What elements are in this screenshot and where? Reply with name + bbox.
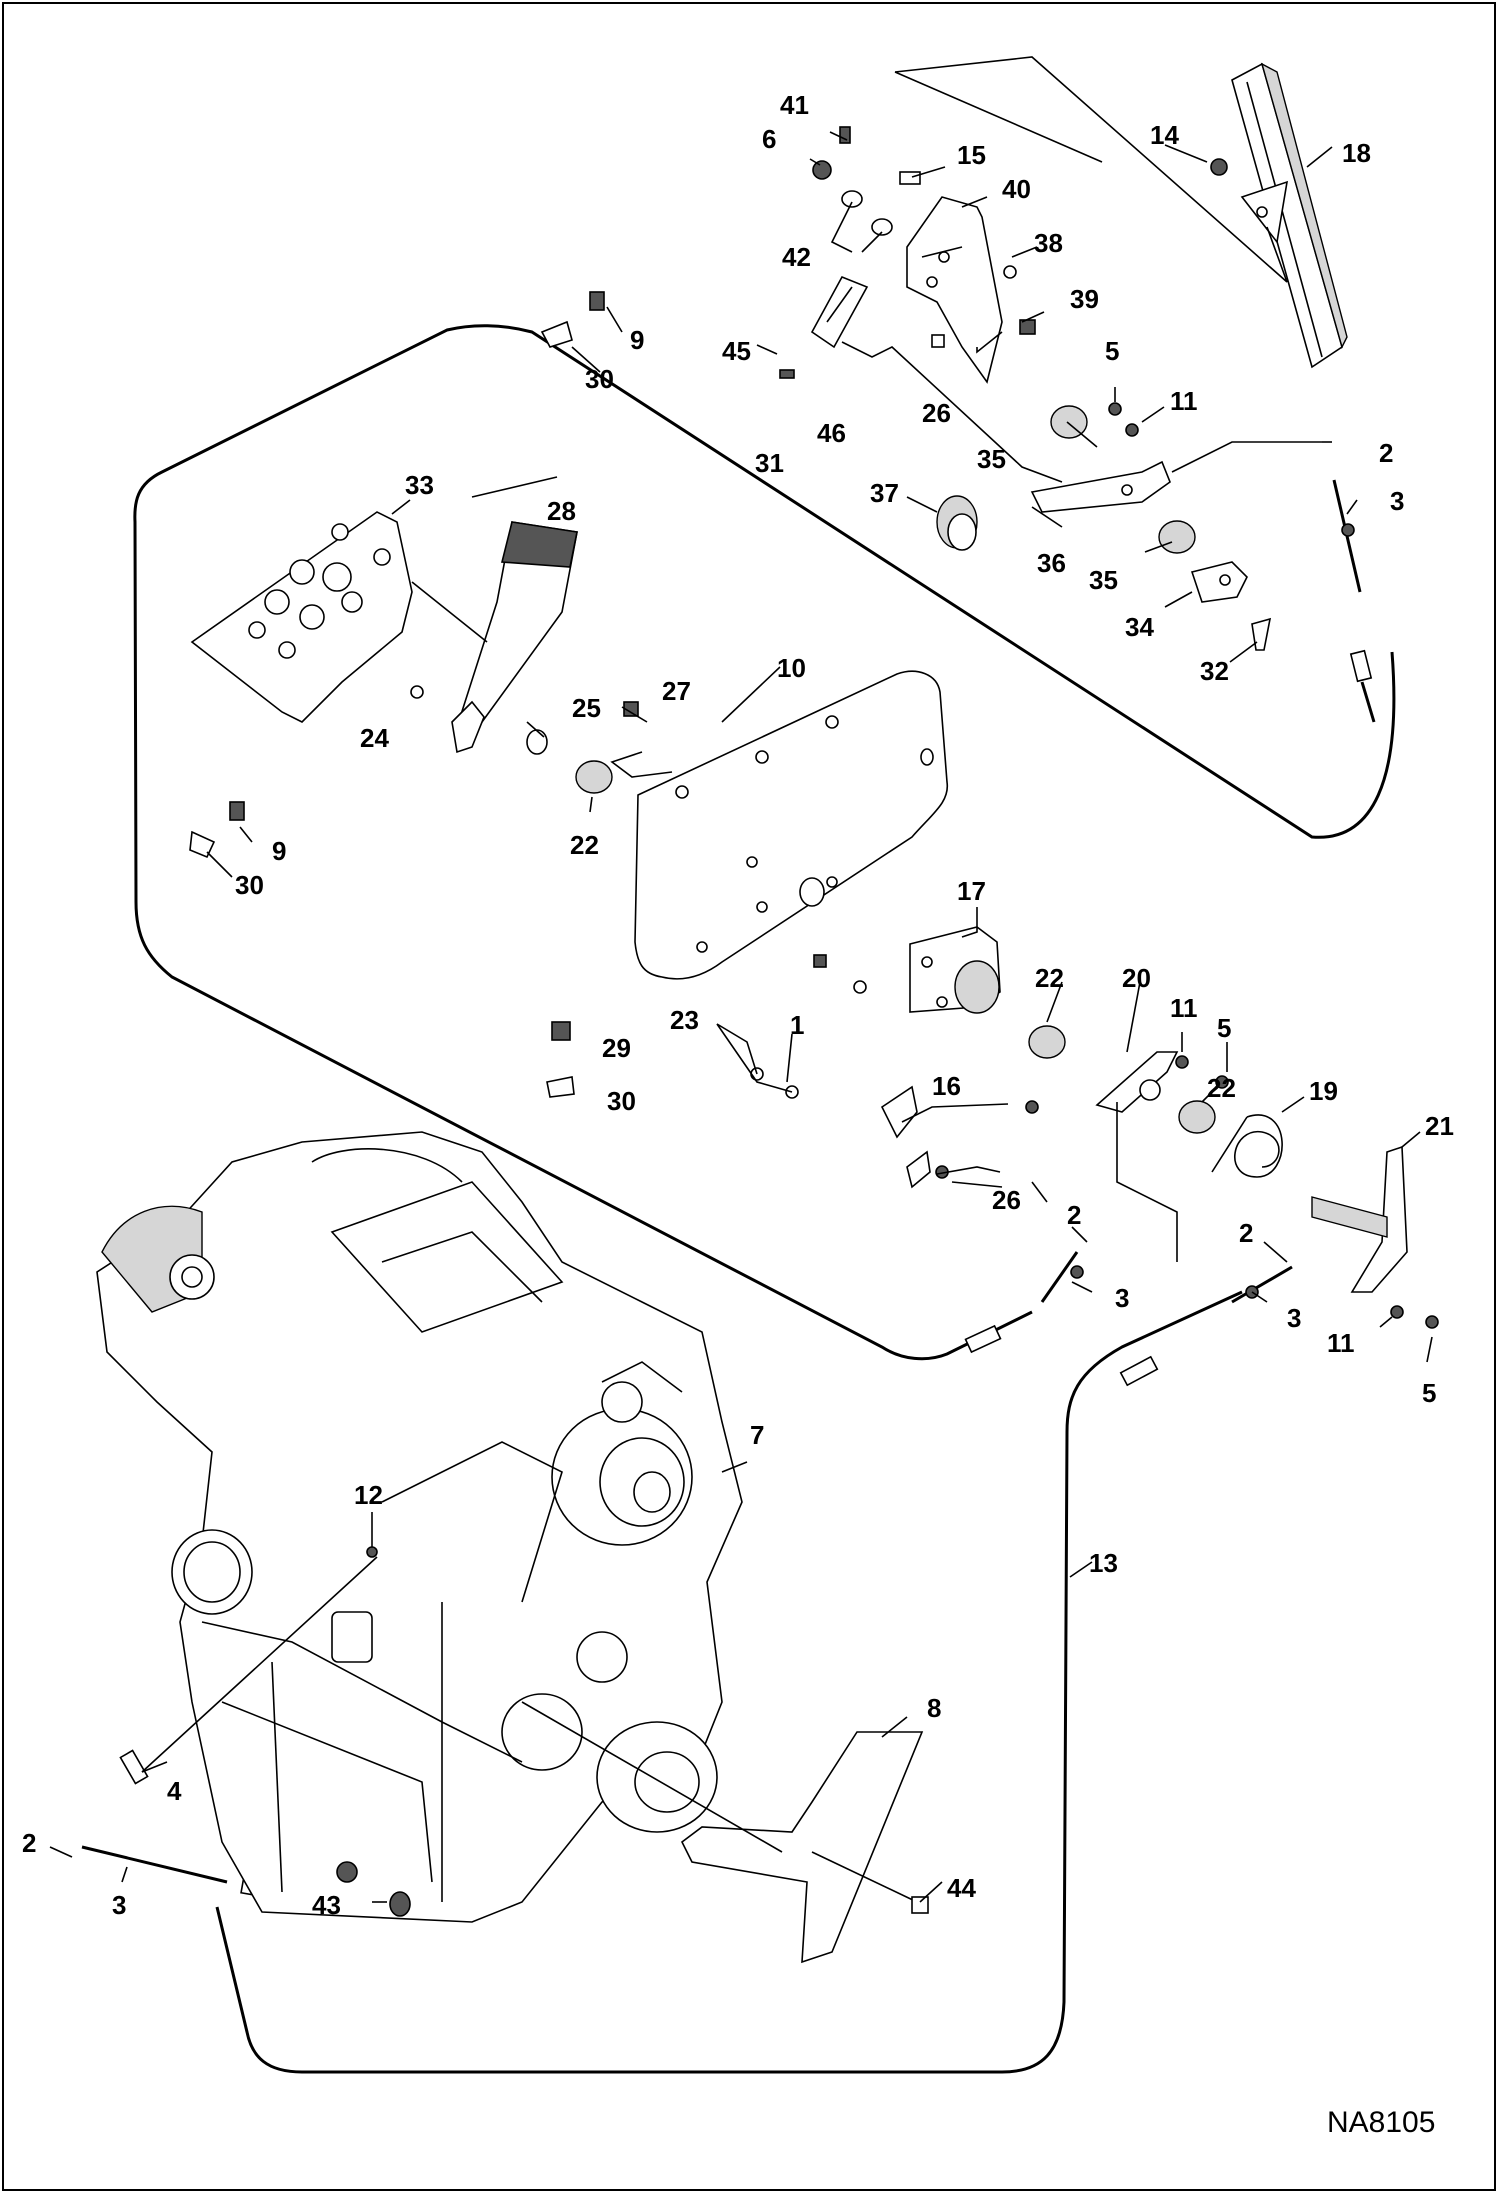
callout-11-bottom: 11 <box>1327 1328 1355 1358</box>
mounting-plate-10 <box>634 670 949 980</box>
callout-23: 23 <box>670 1005 699 1035</box>
callout-3-bottom: 3 <box>112 1890 126 1920</box>
callout-labels: 41 6 15 40 42 38 39 14 18 9 30 45 46 26 … <box>22 90 1454 1920</box>
washers-35 <box>1050 405 1196 554</box>
callout-25: 25 <box>572 693 601 723</box>
callout-11-mid: 11 <box>1170 993 1198 1023</box>
callout-12: 12 <box>354 1480 383 1510</box>
throttle-bracket-40 <box>906 196 1003 384</box>
bushing-22-mid <box>1028 1025 1216 1134</box>
callout-9-mid: 9 <box>272 836 286 866</box>
callout-2-bottom: 2 <box>22 1828 36 1858</box>
callout-16: 16 <box>932 1071 961 1101</box>
callout-26-mid: 26 <box>992 1185 1021 1215</box>
callout-9-top: 9 <box>630 325 644 355</box>
callout-27: 27 <box>662 676 691 706</box>
callout-14: 14 <box>1150 120 1179 150</box>
callout-39: 39 <box>1070 284 1099 314</box>
callout-28: 28 <box>547 496 576 526</box>
callout-7: 7 <box>750 1420 764 1450</box>
callout-26-top: 26 <box>922 398 951 428</box>
pedal-pad-33 <box>190 511 413 723</box>
callout-45: 45 <box>722 336 751 366</box>
callout-8: 8 <box>927 1693 941 1723</box>
callout-38: 38 <box>1034 228 1063 258</box>
callout-43: 43 <box>312 1890 341 1920</box>
callout-24: 24 <box>360 723 389 753</box>
callout-40: 40 <box>1002 174 1031 204</box>
small-hardware-top <box>779 126 1355 537</box>
callout-41: 41 <box>780 90 809 120</box>
engine-7 <box>96 1131 743 1923</box>
callout-35-bottom: 35 <box>1089 565 1118 595</box>
cable-31 <box>133 324 1396 1361</box>
callout-19: 19 <box>1309 1076 1338 1106</box>
callout-30-bottom: 30 <box>607 1086 636 1116</box>
callout-20: 20 <box>1122 963 1151 993</box>
lever-20 <box>1095 1051 1179 1113</box>
callout-2-right: 2 <box>1239 1218 1253 1248</box>
callout-30-mid: 30 <box>235 870 264 900</box>
callout-4: 4 <box>167 1776 182 1806</box>
callout-3-top: 3 <box>1390 486 1404 516</box>
lever-21 <box>1311 1145 1408 1293</box>
callout-22-top: 22 <box>570 830 599 860</box>
bracket-46 <box>810 275 869 349</box>
spring-19 <box>1211 1114 1283 1178</box>
lever-34 <box>1190 561 1272 651</box>
lever-36 <box>1030 460 1171 513</box>
callout-11-top: 11 <box>1170 386 1198 416</box>
callout-2-top: 2 <box>1379 438 1393 468</box>
pedal-hardware <box>410 685 639 794</box>
callout-46: 46 <box>817 418 846 448</box>
callout-15: 15 <box>957 140 986 170</box>
stud-4 <box>119 1749 149 1785</box>
callout-22-right: 22 <box>1207 1073 1236 1103</box>
callout-31: 31 <box>755 448 784 478</box>
leader-lines <box>49 56 1433 1903</box>
plug-43 <box>389 1891 411 1917</box>
callout-37: 37 <box>870 478 899 508</box>
callout-1: 1 <box>790 1010 804 1040</box>
figure-code: NA8105 <box>1327 2106 1435 2139</box>
callout-5-mid: 5 <box>1217 1013 1231 1043</box>
bracket-16 <box>880 1085 931 1189</box>
callout-35-top: 35 <box>977 444 1006 474</box>
callout-33: 33 <box>405 470 434 500</box>
knob-37 <box>936 495 978 551</box>
callout-34: 34 <box>1125 612 1154 642</box>
callout-42: 42 <box>782 242 811 272</box>
callout-6: 6 <box>762 124 776 154</box>
callout-29: 29 <box>602 1033 631 1063</box>
bracket-17 <box>909 926 1001 1014</box>
bracket-8 <box>680 1731 929 1964</box>
callout-17: 17 <box>957 876 986 906</box>
small-hardware-mid <box>189 291 1439 1329</box>
mounting-plate-18 <box>1231 62 1348 369</box>
callout-5-top: 5 <box>1105 336 1119 366</box>
callout-3-right: 3 <box>1287 1303 1301 1333</box>
callout-10: 10 <box>777 653 806 683</box>
callout-44: 44 <box>947 1873 976 1903</box>
callout-5-bottom: 5 <box>1422 1378 1436 1408</box>
callout-21: 21 <box>1425 1111 1454 1141</box>
callout-18: 18 <box>1342 138 1371 168</box>
callout-36: 36 <box>1037 548 1066 578</box>
callout-3-mid: 3 <box>1115 1283 1129 1313</box>
callout-13: 13 <box>1089 1548 1118 1578</box>
callout-2-mid: 2 <box>1067 1200 1081 1230</box>
callout-22-mid: 22 <box>1035 963 1064 993</box>
callout-30-top: 30 <box>585 364 614 394</box>
cable-13 <box>215 1290 1243 2074</box>
callout-32: 32 <box>1200 656 1229 686</box>
pedal-arm-28 <box>451 521 578 754</box>
